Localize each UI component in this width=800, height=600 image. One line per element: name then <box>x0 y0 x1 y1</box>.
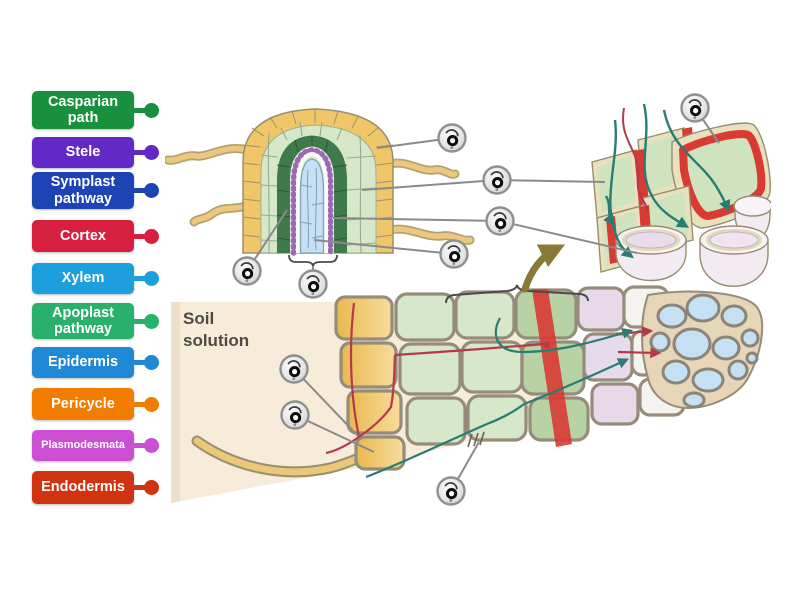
stele-brace <box>288 254 338 268</box>
label-box: Stele <box>32 137 134 168</box>
zoom-arrow <box>521 244 566 293</box>
soil-solution-label-line2: solution <box>183 331 249 350</box>
label-connector-knob <box>144 396 159 412</box>
label-connector <box>132 107 146 113</box>
label-connector-knob <box>144 183 159 198</box>
question-pin-icon[interactable] <box>482 165 512 195</box>
question-pin-icon[interactable] <box>279 354 309 384</box>
label-connector <box>132 485 146 490</box>
label-connector <box>132 443 146 448</box>
label-connector <box>132 360 146 365</box>
question-pin-icon[interactable] <box>436 476 466 506</box>
label-connector-knob <box>144 355 159 370</box>
draggable-label-endodermis[interactable]: Endodermis <box>32 471 159 504</box>
label-box: Cortex <box>32 220 134 252</box>
draggable-label-plasmodesmata[interactable]: Plasmodesmata <box>32 430 159 461</box>
question-pin-icon[interactable] <box>680 93 710 123</box>
label-box: Pericycle <box>32 388 134 420</box>
draggable-label-stele[interactable]: Stele <box>32 137 159 168</box>
label-connector <box>132 318 146 324</box>
question-pin-icon[interactable] <box>439 239 469 269</box>
label-connector-knob <box>144 228 159 244</box>
question-pin-icon[interactable] <box>437 123 467 153</box>
root-tip-section: Soil solution <box>171 284 764 503</box>
draggable-label-symplast-pathway[interactable]: Symplast pathway <box>32 172 159 209</box>
label-connector-knob <box>144 102 159 118</box>
draggable-label-epidermis[interactable]: Epidermis <box>32 347 159 378</box>
label-connector <box>132 401 146 407</box>
label-connector-knob <box>144 313 159 329</box>
root-longitudinal-section <box>165 108 475 268</box>
question-pin-icon[interactable] <box>232 256 262 286</box>
plasmodesmata-channels <box>467 431 485 448</box>
label-box: Epidermis <box>32 347 134 378</box>
label-box: Plasmodesmata <box>32 430 134 461</box>
label-connector-knob <box>144 271 159 286</box>
diagram-image: Soil solution <box>165 93 771 506</box>
question-pin-icon[interactable] <box>485 206 515 236</box>
label-connector <box>132 188 146 193</box>
label-box: Symplast pathway <box>32 172 134 209</box>
draggable-label-apoplast-pathway[interactable]: Apoplast pathway <box>32 303 159 339</box>
label-connector <box>132 150 146 155</box>
endodermis-3d-figure <box>591 103 771 287</box>
question-pin-icon[interactable] <box>298 269 328 299</box>
label-box: Apoplast pathway <box>32 303 134 339</box>
soil-solution-label-line1: Soil <box>183 309 214 328</box>
label-connector-knob <box>144 480 159 495</box>
endodermis-brace <box>445 284 589 304</box>
label-connector-knob <box>144 145 159 160</box>
label-connector-knob <box>144 438 159 453</box>
label-box: Casparian path <box>32 91 134 129</box>
draggable-label-xylem[interactable]: Xylem <box>32 263 159 294</box>
draggable-label-pericycle[interactable]: Pericycle <box>32 388 159 420</box>
label-connector <box>132 233 146 239</box>
label-box: Xylem <box>32 263 134 294</box>
question-pin-icon[interactable] <box>280 400 310 430</box>
label-box: Endodermis <box>32 471 134 504</box>
draggable-label-cortex[interactable]: Cortex <box>32 220 159 252</box>
draggable-label-casparian-path[interactable]: Casparian path <box>32 91 159 129</box>
label-connector <box>132 276 146 281</box>
